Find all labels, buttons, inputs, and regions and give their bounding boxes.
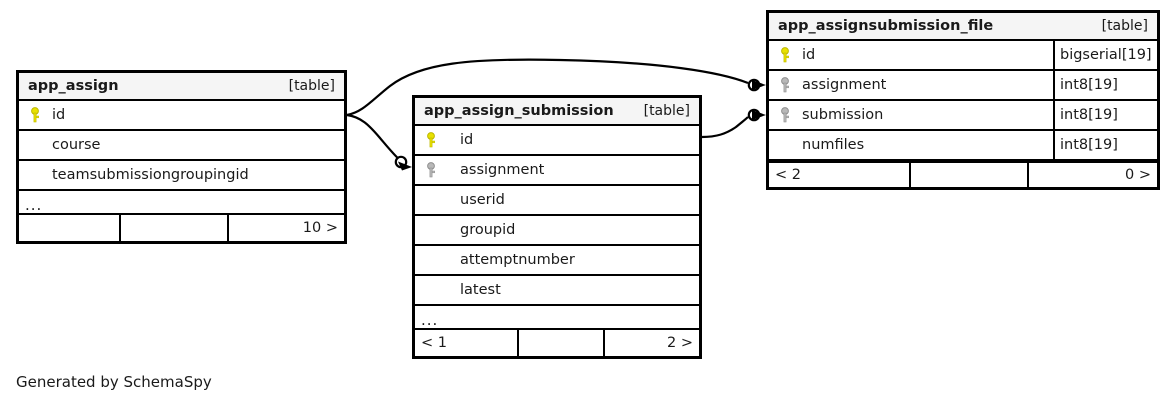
table-title: app_assign xyxy=(28,77,119,94)
column-name: attemptnumber xyxy=(460,251,575,268)
column-cell: teamsubmissiongroupingid xyxy=(19,161,344,189)
footer-incoming-count: < 2 xyxy=(775,166,801,183)
table-type-tag: [table] xyxy=(288,78,335,94)
footer-middle xyxy=(517,330,603,356)
column-name: id xyxy=(52,106,66,123)
table-row[interactable]: submission int8[19] xyxy=(769,101,1157,131)
table-app-assign-submission[interactable]: app_assign_submission [table] id xyxy=(412,95,702,359)
column-name: latest xyxy=(460,281,501,298)
table-row[interactable]: assignment int8[19] xyxy=(769,71,1157,101)
table-row[interactable]: id bigserial[19] xyxy=(769,41,1157,71)
table-row[interactable]: groupid xyxy=(415,216,699,246)
crowsfoot-arrow xyxy=(752,110,766,120)
optional-marker xyxy=(747,108,761,122)
table-row[interactable]: id xyxy=(415,126,699,156)
table-header: app_assign [table] xyxy=(19,73,344,101)
foreign-key-icon xyxy=(776,77,796,93)
table-row[interactable]: teamsubmissiongroupingid xyxy=(19,161,344,191)
table-app-assign[interactable]: app_assign [table] id course teamsubmiss… xyxy=(16,70,347,244)
table-row[interactable]: attemptnumber xyxy=(415,246,699,276)
table-row[interactable]: id xyxy=(19,101,344,131)
table-app-assignsubmission-file[interactable]: app_assignsubmission_file [table] id big… xyxy=(766,10,1160,190)
column-type: int8[19] xyxy=(1053,71,1157,99)
footer-incoming-count xyxy=(19,215,119,241)
column-name: course xyxy=(52,136,101,153)
table-row[interactable]: course xyxy=(19,131,344,161)
primary-key-icon xyxy=(26,107,46,123)
generated-by-caption: Generated by SchemaSpy xyxy=(16,373,212,391)
table-footer: 10 > xyxy=(19,215,344,241)
column-cell: assignment xyxy=(415,156,699,184)
table-row[interactable]: numfiles int8[19] xyxy=(769,131,1157,161)
footer-middle xyxy=(119,215,227,241)
column-cell: id xyxy=(415,126,699,154)
column-cell: submission xyxy=(769,101,1053,129)
primary-key-icon xyxy=(776,47,796,63)
foreign-key-icon xyxy=(776,107,796,123)
table-row[interactable]: assignment xyxy=(415,156,699,186)
crowsfoot-arrow xyxy=(752,80,766,90)
column-type: int8[19] xyxy=(1053,101,1157,129)
column-cell: id xyxy=(769,41,1053,69)
footer-outgoing-count: 10 > xyxy=(227,215,344,241)
column-cell: numfiles xyxy=(769,131,1053,159)
primary-key-icon xyxy=(422,132,442,148)
column-name: numfiles xyxy=(802,136,865,153)
column-cell: id xyxy=(19,101,344,129)
column-name: submission xyxy=(802,106,884,123)
table-type-tag: [table] xyxy=(1101,18,1148,34)
footer-outgoing-count: 2 > xyxy=(603,330,699,356)
table-footer: < 1 2 > xyxy=(415,330,699,356)
relationship-submission-to-file-submission xyxy=(701,108,766,139)
table-row[interactable]: latest xyxy=(415,276,699,306)
column-cell: attemptnumber xyxy=(415,246,699,274)
column-type: bigserial[19] xyxy=(1053,41,1157,69)
foreign-key-icon xyxy=(422,162,442,178)
column-name: groupid xyxy=(460,221,516,238)
column-type: int8[19] xyxy=(1053,131,1157,159)
footer-incoming-count: < 1 xyxy=(421,334,447,351)
column-cell: latest xyxy=(415,276,699,304)
more-columns-indicator: ... xyxy=(415,306,699,330)
column-cell: course xyxy=(19,131,344,159)
column-cell: userid xyxy=(415,186,699,214)
relationship-assign-to-submission xyxy=(346,113,412,171)
table-title: app_assignsubmission_file xyxy=(778,17,994,34)
optional-marker xyxy=(394,155,408,169)
crowsfoot-arrow xyxy=(398,161,412,171)
table-type-tag: [table] xyxy=(643,103,690,119)
table-title: app_assign_submission xyxy=(424,102,614,119)
optional-marker xyxy=(747,78,761,92)
table-header: app_assign_submission [table] xyxy=(415,98,699,126)
column-name: assignment xyxy=(802,76,887,93)
column-cell: groupid xyxy=(415,216,699,244)
column-name: id xyxy=(460,131,474,148)
column-cell: assignment xyxy=(769,71,1053,99)
column-name: userid xyxy=(460,191,505,208)
more-columns-indicator: ... xyxy=(19,191,344,215)
table-row[interactable]: userid xyxy=(415,186,699,216)
column-name: assignment xyxy=(460,161,545,178)
table-footer: < 2 0 > xyxy=(769,161,1157,187)
footer-outgoing-count: 0 > xyxy=(1027,163,1157,187)
footer-middle xyxy=(909,163,1027,187)
column-name: id xyxy=(802,46,816,63)
table-header: app_assignsubmission_file [table] xyxy=(769,13,1157,41)
column-name: teamsubmissiongroupingid xyxy=(52,166,249,183)
